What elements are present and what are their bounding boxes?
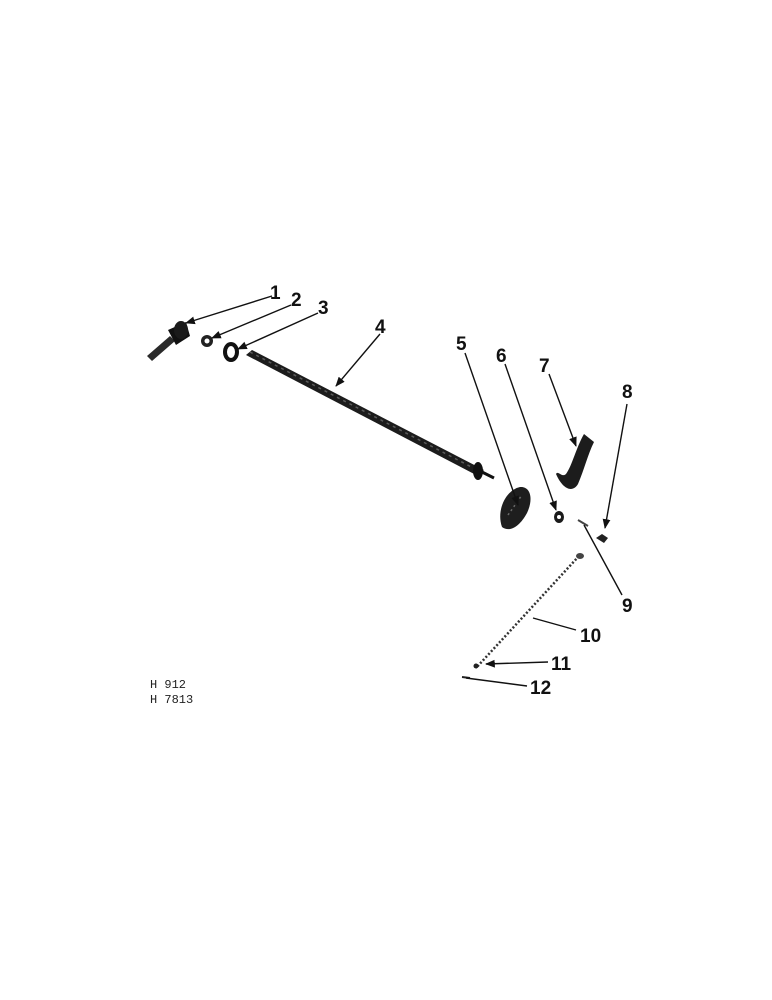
- part-8-clip: [596, 534, 608, 543]
- part-1-fitting: [147, 321, 190, 361]
- part-3-ring: [223, 342, 239, 362]
- part-11-clip: [473, 663, 479, 669]
- callout-2: 2: [291, 290, 302, 311]
- callout-11: 11: [551, 654, 572, 675]
- part-10-spring: [475, 553, 584, 669]
- part-6-nut: [554, 511, 564, 523]
- part-4-shaft: [246, 350, 495, 480]
- callout-3: 3: [318, 298, 329, 319]
- part-9-pin: [577, 519, 589, 527]
- callout-5: 5: [456, 334, 467, 355]
- reference-code-2: H 7813: [150, 693, 193, 707]
- callout-10: 10: [580, 626, 601, 647]
- reference-codes: H 912 H 7813: [150, 678, 193, 707]
- callout-4: 4: [375, 317, 386, 338]
- part-7-hook: [556, 434, 594, 489]
- part-2-washer: [201, 335, 213, 347]
- callout-7: 7: [539, 356, 550, 377]
- reference-code-1: H 912: [150, 678, 186, 692]
- callout-1: 1: [270, 283, 281, 304]
- callout-12: 12: [530, 678, 551, 699]
- callout-numbers: 1 2 3 4 5 6 7 8 9 10 11 12: [270, 283, 633, 699]
- part-5-cam: [500, 486, 531, 530]
- leader-lines: [185, 295, 628, 687]
- callout-8: 8: [622, 382, 633, 403]
- callout-6: 6: [496, 346, 507, 367]
- callout-9: 9: [622, 596, 633, 617]
